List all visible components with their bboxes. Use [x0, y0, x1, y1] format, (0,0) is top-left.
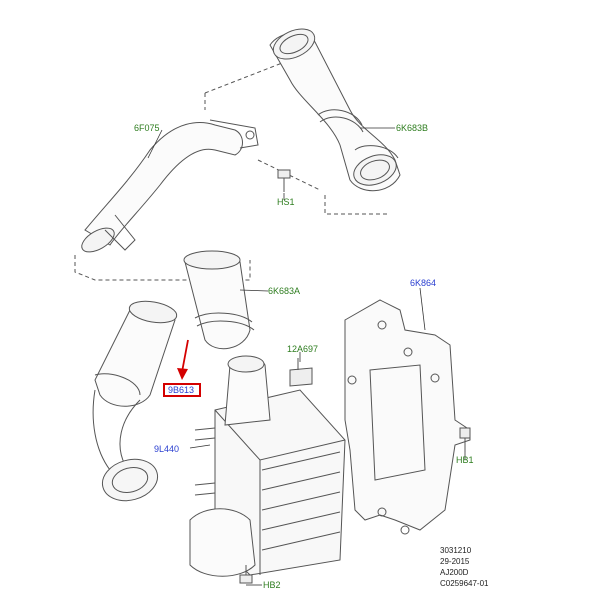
bolt-hb2-shape: [239, 565, 253, 584]
label-hb2: HB2: [263, 580, 281, 590]
leader-lines: [147, 127, 466, 586]
ref-line-3: AJ200D: [440, 568, 469, 577]
assembly-outline-lower: [74, 255, 251, 281]
ref-line-1: 3031210: [440, 546, 472, 555]
label-6k683b: 6K683B: [396, 123, 429, 133]
label-hs1: HS1: [277, 197, 295, 207]
label-9l440: 9L440: [154, 444, 180, 454]
bracket-6k864-shape: [344, 299, 471, 535]
label-hb1: HB1: [456, 455, 474, 465]
hose-6k683b-shape: [269, 28, 401, 192]
label-12a697: 12A697: [287, 344, 319, 354]
label-9b613: 9B613: [168, 385, 195, 395]
ref-line-4: C0259647-01: [440, 579, 489, 588]
label-6f075: 6F075: [134, 123, 160, 133]
hose-6k683a-shape: [183, 250, 255, 350]
highlight-box: 9B613: [163, 383, 201, 397]
label-6k864: 6K864: [410, 278, 437, 288]
bolt-hb1-shape: [459, 427, 471, 452]
screw-hs1-shape: [277, 169, 291, 192]
ref-line-2: 29-2015: [440, 557, 470, 566]
label-6k683a: 6K683A: [268, 286, 301, 296]
red-arrow: [177, 339, 189, 380]
sensor-12a697-shape: [289, 358, 313, 387]
intercooler-9l440-shape: [189, 355, 346, 577]
pipe-6f075-shape: [81, 119, 259, 253]
assembly-outline-upper: [204, 57, 390, 215]
hose-9b613-shape: [92, 300, 178, 502]
